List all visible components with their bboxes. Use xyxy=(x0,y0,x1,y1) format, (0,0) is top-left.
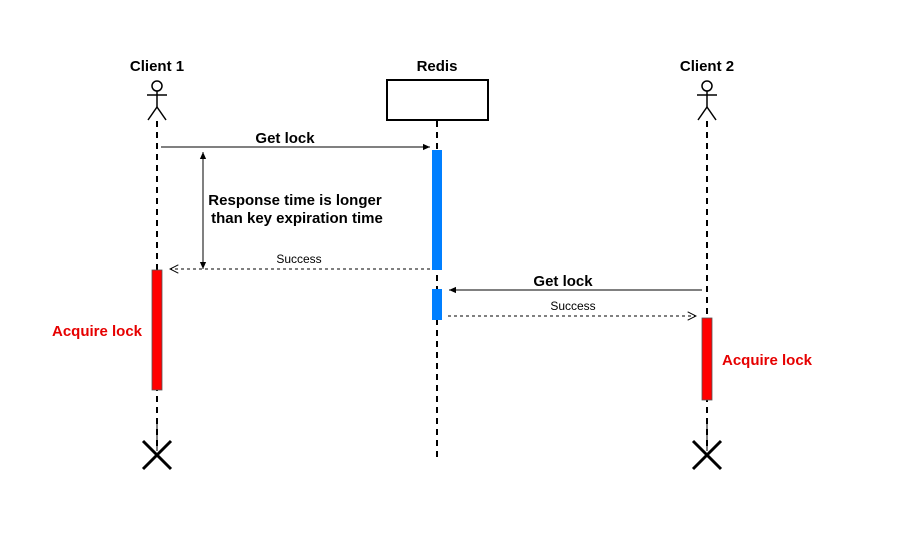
get-lock-label: Get lock xyxy=(533,273,593,290)
participant-client-2: Client 2 xyxy=(680,58,734,121)
note-line-2: than key expiration time xyxy=(211,210,383,227)
message-client-1-success: Success xyxy=(170,252,430,269)
redis-activation-1 xyxy=(432,150,442,270)
stick-figure-icon xyxy=(147,80,167,121)
client-2-activation xyxy=(701,317,713,401)
participant-label-redis: Redis xyxy=(417,58,458,75)
participant-client-1: Client 1 xyxy=(130,58,184,121)
x-mark-icon xyxy=(141,421,173,471)
participant-redis: Redis xyxy=(386,58,489,121)
stick-figure-icon xyxy=(697,80,717,121)
x-mark-icon xyxy=(691,421,723,471)
success-label: Success xyxy=(276,252,321,266)
message-client-1-get-lock: Get lock xyxy=(161,130,430,151)
participant-label-client-2: Client 2 xyxy=(680,58,734,75)
redis-activation-2 xyxy=(432,289,442,320)
message-client-2-get-lock: Get lock xyxy=(449,273,702,294)
participant-label-client-1: Client 1 xyxy=(130,58,184,75)
get-lock-label: Get lock xyxy=(255,130,315,147)
success-label: Success xyxy=(550,299,595,313)
message-client-2-success: Success xyxy=(448,299,696,316)
acquire-lock-label-client-2: Acquire lock xyxy=(722,352,813,369)
client-1-activation xyxy=(151,269,163,391)
timing-note: Response time is longer than key expirat… xyxy=(199,152,383,269)
note-line-1: Response time is longer xyxy=(208,192,382,209)
acquire-lock-label-client-1: Acquire lock xyxy=(52,323,143,340)
redis-box xyxy=(386,79,489,121)
